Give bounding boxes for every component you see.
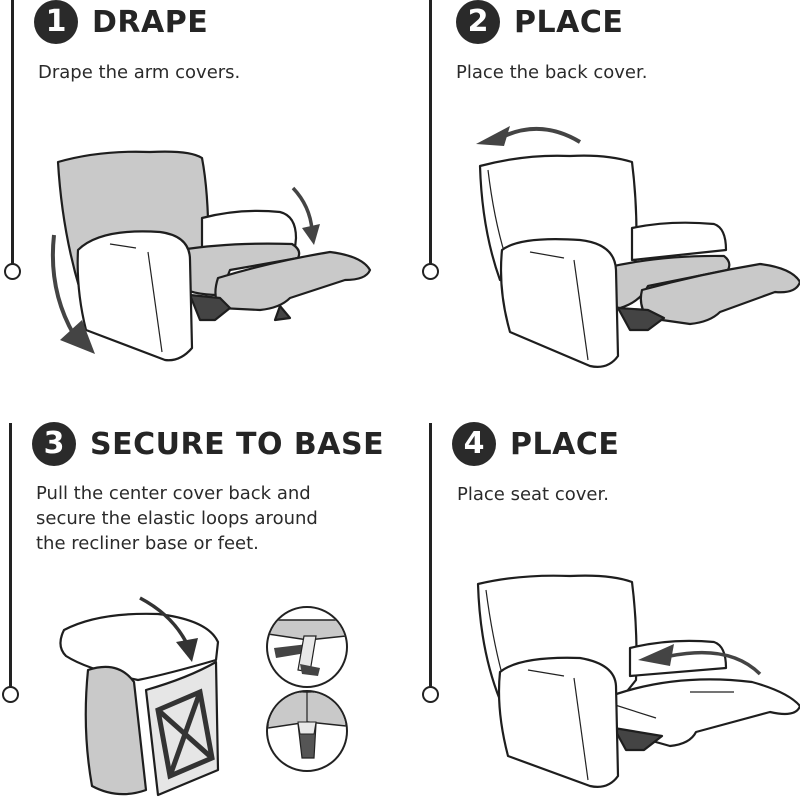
- step-1-drape: 1 DRAPE Drape the arm covers.: [0, 0, 400, 400]
- step-description: Place the back cover.: [456, 62, 648, 83]
- arrow-left-icon: [638, 644, 674, 666]
- step-description: Place seat cover.: [457, 484, 609, 505]
- step-number-badge: 2: [456, 0, 500, 44]
- step-title: SECURE TO BASE: [90, 427, 385, 462]
- detail-inset-base-bar: [266, 606, 348, 688]
- step-title: PLACE: [514, 5, 624, 40]
- timeline-line: [9, 423, 12, 687]
- description-line: the recliner base or feet.: [36, 533, 259, 554]
- description-line: Pull the center cover back and: [36, 483, 311, 504]
- step-title: PLACE: [510, 427, 620, 462]
- step-description: Pull the center cover back and secure th…: [36, 481, 318, 556]
- description-line: secure the elastic loops around: [36, 508, 318, 529]
- recliner-illustration-back-cover: [476, 126, 800, 368]
- timeline-node-circle: [2, 686, 19, 703]
- timeline-line: [429, 0, 432, 264]
- step-description: Drape the arm covers.: [38, 62, 241, 83]
- timeline-line: [429, 423, 432, 687]
- step-number-badge: 4: [452, 422, 496, 466]
- step-3-secure-to-base: 3 SECURE TO BASE Pull the center cover b…: [0, 400, 400, 800]
- timeline-node-circle: [4, 263, 21, 280]
- recliner-illustration-arm-covers: [50, 150, 372, 362]
- recliner-illustration-seat-cover: [476, 574, 800, 788]
- detail-inset-foot: [266, 690, 348, 772]
- timeline-node-circle: [422, 686, 439, 703]
- step-2-place-back-cover: 2 PLACE Place the back cover.: [400, 0, 800, 400]
- step-number-badge: 1: [34, 0, 78, 44]
- step-4-place-seat-cover: 4 PLACE Place seat cover.: [400, 400, 800, 800]
- arrow-down-icon: [302, 224, 320, 245]
- timeline-node-circle: [422, 263, 439, 280]
- arrow-down-icon: [60, 320, 95, 354]
- step-title: DRAPE: [92, 5, 209, 40]
- arrow-left-icon: [476, 126, 510, 146]
- step-number-badge: 3: [32, 422, 76, 466]
- recliner-base-illustration: [59, 596, 220, 797]
- arrow-down-icon: [176, 638, 198, 662]
- timeline-line: [11, 0, 14, 264]
